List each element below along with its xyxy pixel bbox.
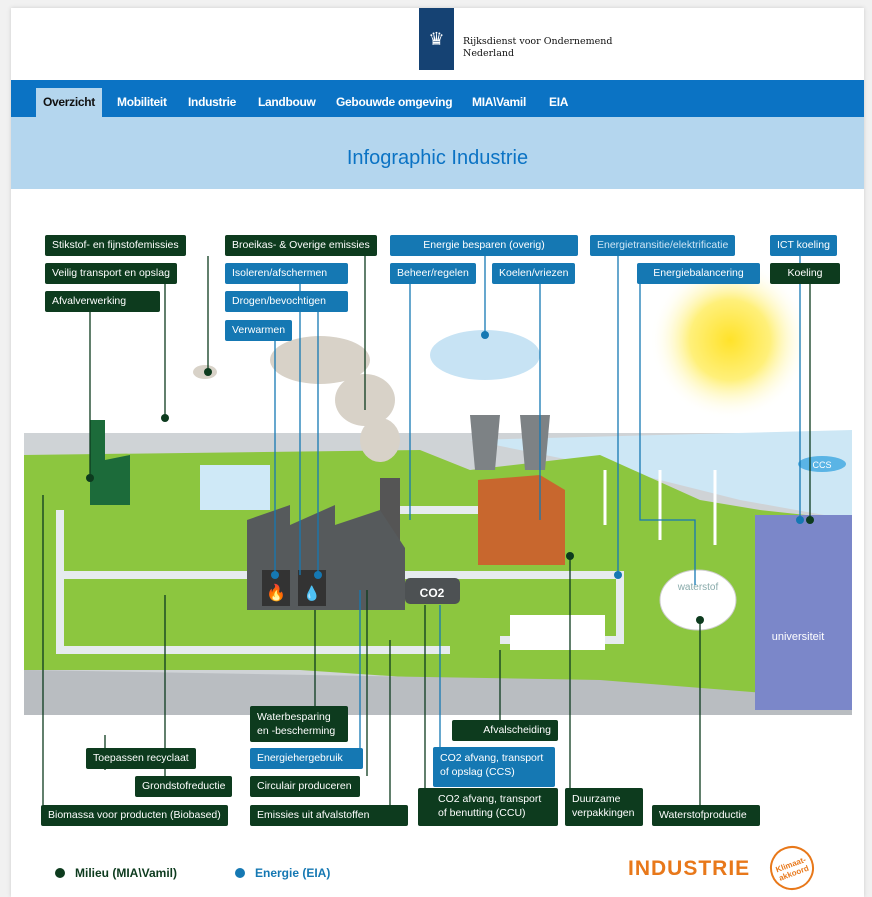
rijkswapen-logo: ♛ [419,8,454,70]
label-stikstof[interactable]: Stikstof- en fijnstofemissies [45,235,186,256]
label-koelen[interactable]: Koelen/vriezen [492,263,576,284]
cooling-towers [470,415,550,470]
waterstof-label: waterstof [677,582,719,593]
tab-landbouw[interactable]: Landbouw [258,95,316,109]
wind-turbines [603,470,717,545]
label-beheer[interactable]: Beheer/regelen [390,263,476,284]
co2-tank-label: CO2 [420,586,445,600]
cloud [430,330,540,380]
greenhouse [200,465,270,510]
milieu-dot-icon [55,868,65,878]
roads [56,506,624,654]
tab-mobiliteit[interactable]: Mobiliteit [117,95,167,109]
title-band: Infographic Industrie [11,117,864,189]
label-ccs[interactable]: CO2 afvang, transport of opslag (CCS) [433,747,555,787]
tab-overzicht[interactable]: Overzicht [36,88,102,117]
main-nav: Overzicht Mobiliteit Industrie Landbouw … [11,80,864,117]
legend-energie-label: Energie (EIA) [255,866,331,880]
org-line-2: Nederland [463,48,515,59]
label-ict-koeling[interactable]: ICT koeling [770,235,837,256]
label-energiebalancering[interactable]: Energiebalancering [637,263,760,284]
waste-plant [24,420,130,505]
label-waterstofproductie[interactable]: Waterstofproductie [652,805,760,826]
label-duurzame-verpakkingen[interactable]: Duurzame verpakkingen [565,788,643,826]
label-circulair[interactable]: Circulair produceren [250,776,360,797]
label-biomassa[interactable]: Biomassa voor producten (Biobased) [41,805,228,826]
leader-dots [86,331,814,624]
label-emissies-afval[interactable]: Emissies uit afvalstoffen [250,805,408,826]
label-broeikas[interactable]: Broeikas- & Overige emissies [225,235,377,256]
label-energiehergebruik[interactable]: Energiehergebruik [250,748,363,769]
houses [510,615,605,650]
label-toepassen-recyclaat[interactable]: Toepassen recyclaat [86,748,196,769]
label-veilig-transport[interactable]: Veilig transport en opslag [45,263,177,284]
cold-storage [478,475,565,565]
label-waterbesparing[interactable]: Waterbesparing en -bescherming [250,706,348,742]
svg-text:💧: 💧 [303,585,320,602]
tab-gebouwde-omgeving[interactable]: Gebouwde omgeving [336,95,453,109]
org-line-1: Rijksdienst voor Ondernemend [463,36,613,47]
label-ccu[interactable]: CO2 afvang, transport of benutting (CCU) [418,788,558,826]
page-title: Infographic Industrie [346,147,529,169]
university-building [755,515,852,710]
label-verwarmen[interactable]: Verwarmen [225,320,293,341]
road [24,670,852,715]
svg-text:🔥: 🔥 [266,583,286,602]
factory: 🔥 💧 CO2 [247,478,460,610]
tab-industrie[interactable]: Industrie [188,95,236,109]
label-drogen[interactable]: Drogen/bevochtigen [225,291,348,312]
universiteit-label: universiteit [772,631,825,643]
legend-milieu-label: Milieu (MIA\Vamil) [75,866,178,880]
label-energietransitie[interactable]: Energietransitie/elektrificatie [590,235,736,256]
legend-milieu: Milieu (MIA\Vamil) [55,866,177,880]
label-afvalscheiding[interactable]: Afvalscheiding [452,720,558,741]
label-afvalverwerking[interactable]: Afvalverwerking [45,291,160,312]
sector-title: INDUSTRIE [628,857,751,880]
legend-energie: Energie (EIA) [235,866,330,880]
energie-dot-icon [235,868,245,878]
ccs-label: CCS [812,460,831,470]
tab-mia-vamil[interactable]: MIA\Vamil [472,95,526,109]
hydrogen-tank [659,569,737,631]
leader-lines-milieu [42,256,811,805]
tab-eia[interactable]: EIA [549,95,569,109]
label-isoleren[interactable]: Isoleren/afschermen [225,263,348,284]
sun [650,260,810,420]
label-grondstofreductie[interactable]: Grondstofreductie [135,776,233,797]
label-koeling[interactable]: Koeling [770,263,840,284]
label-energie-besparen[interactable]: Energie besparen (overig) [390,235,578,256]
leader-lines-energie [274,256,801,748]
